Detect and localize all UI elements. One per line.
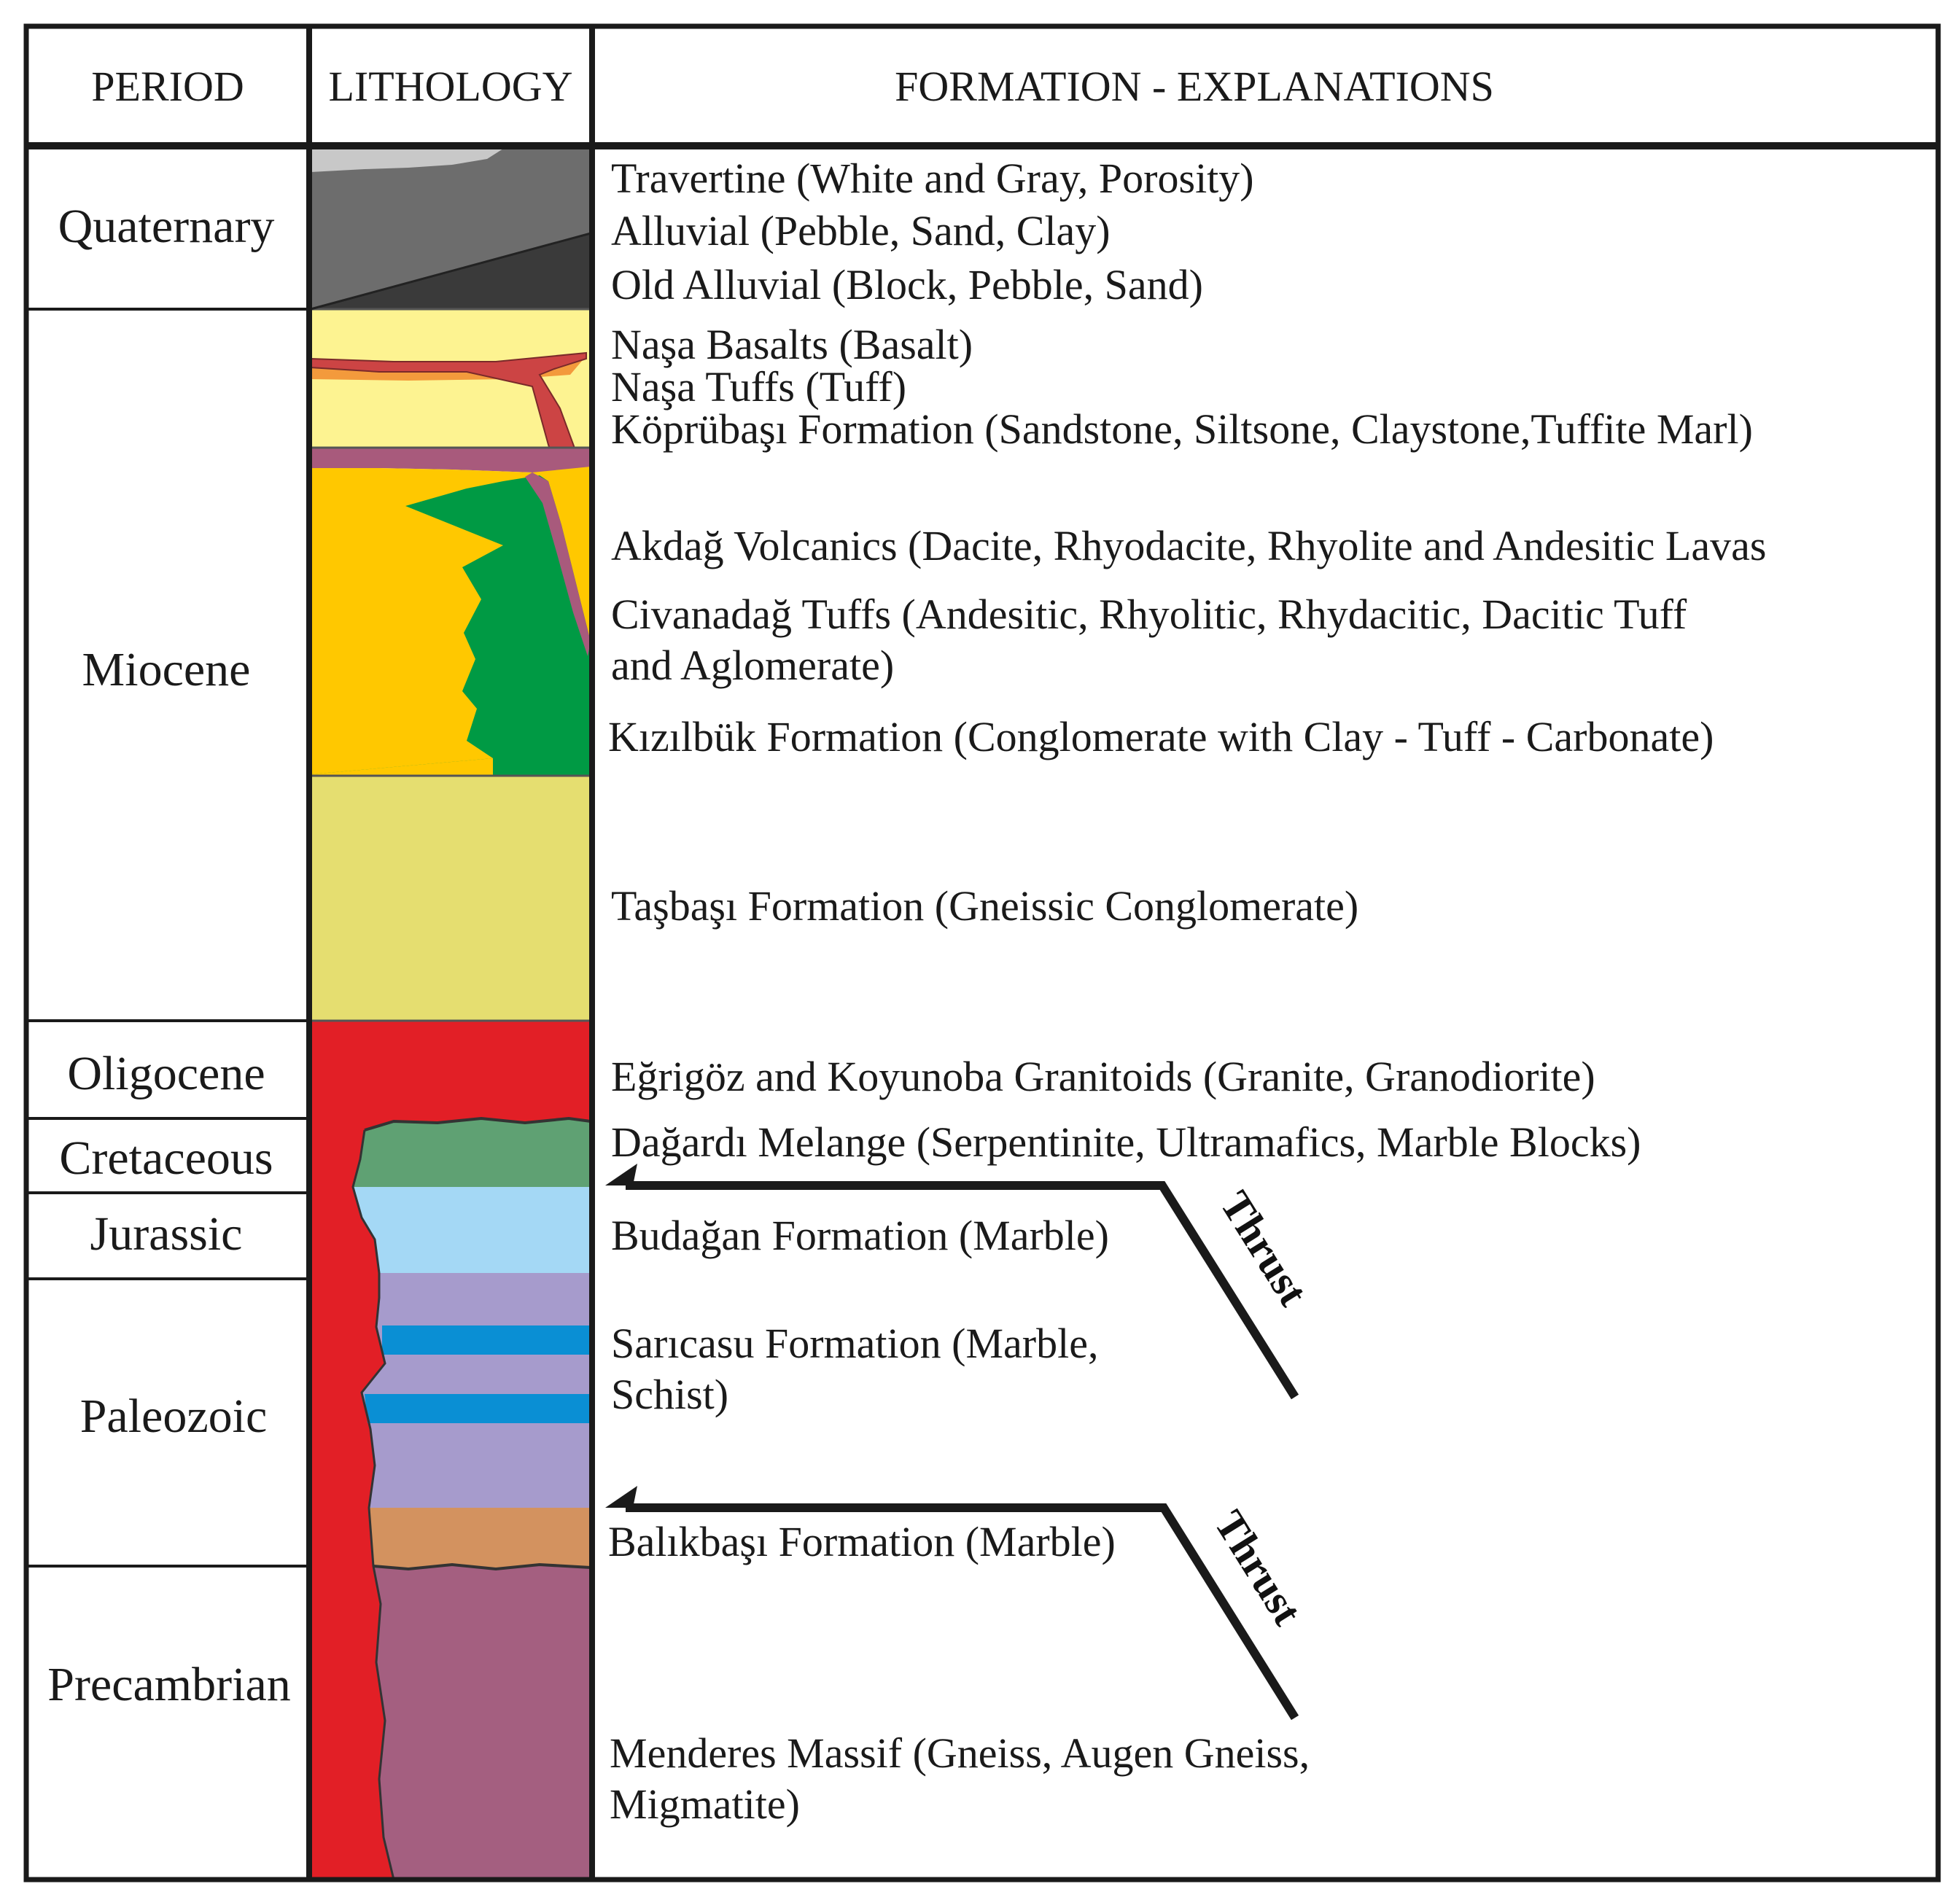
- expl-dagardi: Dağardı Melange (Serpentinite, Ultramafi…: [611, 1118, 1641, 1166]
- expl-balikbasi: Balıkbaşı Formation (Marble): [608, 1518, 1116, 1565]
- thrust-arrow-upper: [605, 1164, 637, 1185]
- expl-travertine: Travertine (White and Gray, Porosity): [611, 155, 1254, 202]
- saricasu-layer: [362, 1273, 591, 1508]
- header-period: PERIOD: [91, 63, 244, 110]
- expl-old-alluvial: Old Alluvial (Block, Pebble, Sand): [611, 261, 1203, 308]
- expl-civanadag: Civanadağ Tuffs (Andesitic, Rhyolitic, R…: [611, 591, 1687, 638]
- menderes-layer: [373, 1565, 591, 1880]
- lithology-column: [310, 149, 591, 1880]
- akdag-volcanics-layer: [311, 448, 591, 642]
- period-paleozoic: Paleozoic: [80, 1390, 268, 1443]
- travertine-layer: [311, 149, 503, 172]
- thrust-line-lower: [626, 1503, 1299, 1721]
- period-oligocene: Oligocene: [67, 1047, 265, 1100]
- expl-menderes: Menderes Massif (Gneiss, Augen Gneiss,: [610, 1729, 1310, 1777]
- expl-menderes-cont: Migmatite): [610, 1780, 800, 1828]
- table-grid: [23, 23, 1941, 1883]
- header-lithology: LITHOLOGY: [328, 63, 572, 110]
- expl-akdag: Akdağ Volcanics (Dacite, Rhyodacite, Rhy…: [611, 522, 1766, 569]
- expl-civanadag-cont: and Aglomerate): [611, 642, 894, 689]
- balikbasi-layer: [369, 1508, 591, 1569]
- thrust-label-lower: Thrust: [1205, 1502, 1312, 1633]
- expl-kopribasi: Köprübaşı Formation (Sandstone, Siltsone…: [611, 405, 1753, 453]
- melange-layer: [353, 1118, 591, 1187]
- expl-egrigoz: Eğrigöz and Koyunoba Granitoids (Granite…: [611, 1053, 1595, 1100]
- explanations: Travertine (White and Gray, Porosity) Al…: [608, 155, 1766, 1828]
- expl-budagan: Budağan Formation (Marble): [611, 1212, 1109, 1259]
- civanadag-green: [311, 475, 591, 776]
- expl-kizilbuk: Kızılbük Formation (Conglomerate with Cl…: [608, 713, 1714, 760]
- expl-saricasu-cont: Schist): [611, 1371, 728, 1418]
- thrust-arrow-lower: [605, 1486, 637, 1508]
- expl-nasa-basalts: Naşa Basalts (Basalt): [611, 321, 973, 368]
- period-miocene: Miocene: [82, 643, 251, 696]
- period-jurassic: Jurassic: [90, 1207, 243, 1261]
- akdag-dyke: [525, 472, 591, 656]
- schist-band-2: [365, 1394, 591, 1423]
- period-cretaceous: Cretaceous: [59, 1132, 273, 1185]
- expl-nasa-tuffs: Naşa Tuffs (Tuff): [611, 363, 906, 410]
- tasbasi-layer: [311, 776, 591, 1021]
- period-precambrian: Precambrian: [47, 1658, 291, 1711]
- budagan-layer: [353, 1187, 591, 1273]
- period-quaternary: Quaternary: [58, 200, 275, 253]
- header-formation: FORMATION - EXPLANATIONS: [895, 63, 1494, 110]
- thrust-line-upper: [626, 1181, 1299, 1400]
- expl-tasbasi: Taşbaşı Formation (Gneissic Conglomerate…: [611, 882, 1358, 930]
- alluvial-layer: [311, 149, 591, 309]
- expl-saricasu: Sarıcasu Formation (Marble,: [611, 1320, 1098, 1367]
- expl-alluvial: Alluvial (Pebble, Sand, Clay): [611, 207, 1111, 254]
- schist-band-1: [382, 1325, 591, 1355]
- civanadag-green-fix: [311, 758, 493, 776]
